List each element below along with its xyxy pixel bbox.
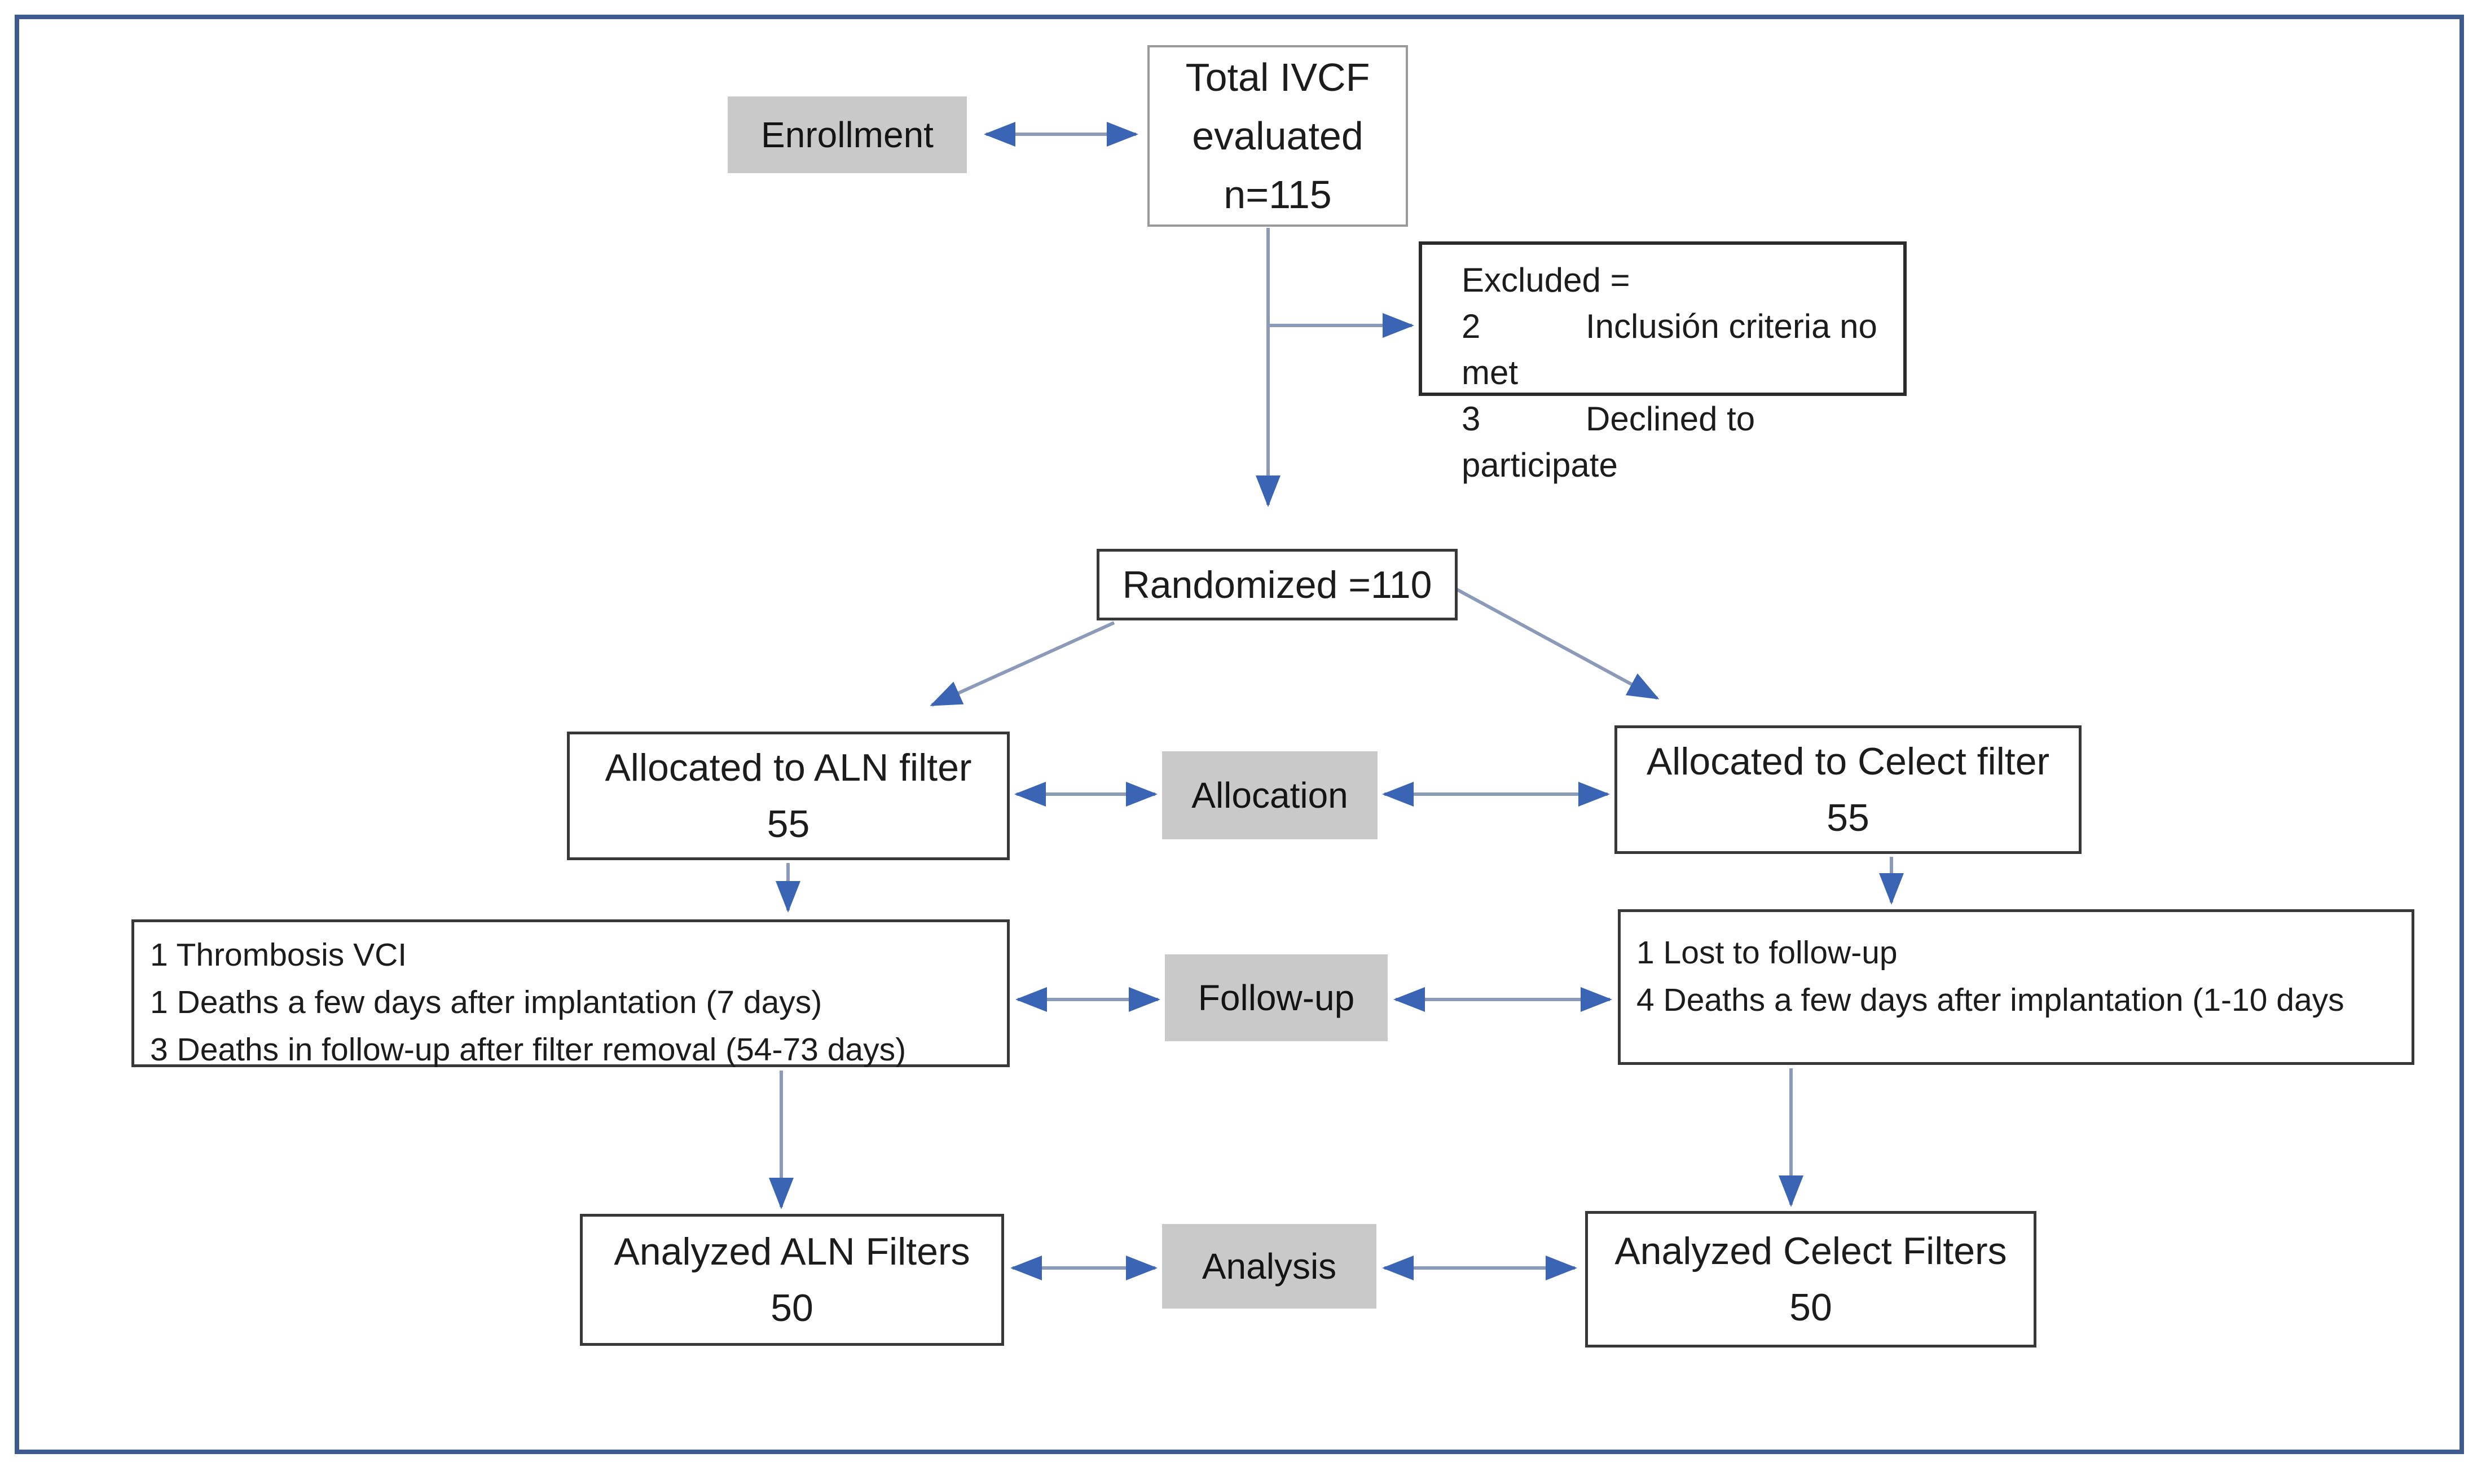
stage-label-allocation-text: Allocation — [1191, 775, 1348, 816]
box-randomized: Randomized =110 — [1097, 549, 1458, 620]
box-allocated-celect: Allocated to Celect filter 55 — [1614, 725, 2082, 854]
box-randomized-text: Randomized =110 — [1122, 563, 1432, 606]
arrow-randomized-to-celect — [1453, 586, 1660, 700]
stage-label-analysis-text: Analysis — [1202, 1246, 1337, 1287]
box-analyzed-aln: Analyzed ALN Filters 50 — [580, 1214, 1004, 1346]
stage-label-analysis: Analysis — [1162, 1224, 1376, 1309]
stage-label-followup: Follow-up — [1165, 954, 1388, 1041]
stage-label-enrollment: Enrollment — [728, 96, 967, 173]
box-followup-celect: 1 Lost to follow-up 4 Deaths a few days … — [1618, 909, 2414, 1065]
excluded-item-count: 2 — [1462, 307, 1481, 345]
box-total-evaluated: Total IVCF evaluated n=115 — [1147, 45, 1408, 227]
box-analyzed-celect: Analyzed Celect Filters 50 — [1585, 1211, 2036, 1348]
excluded-item-reason: Inclusión criteria no met — [1462, 307, 1877, 391]
box-followup-aln-text: 1 Thrombosis VCI 1 Deaths a few days aft… — [150, 937, 907, 1068]
stage-label-followup-text: Follow-up — [1198, 977, 1355, 1018]
box-allocated-aln: Allocated to ALN filter 55 — [567, 732, 1010, 860]
box-analyzed-celect-text: Analyzed Celect Filters 50 — [1614, 1230, 2007, 1329]
box-followup-celect-text: 1 Lost to follow-up 4 Deaths a few days … — [1636, 935, 2344, 1018]
box-followup-aln: 1 Thrombosis VCI 1 Deaths a few days aft… — [131, 919, 1010, 1068]
box-analyzed-aln-text: Analyzed ALN Filters 50 — [614, 1230, 970, 1329]
excluded-item-count: 3 — [1462, 400, 1481, 438]
excluded-title: Excluded = — [1462, 261, 1630, 299]
box-allocated-celect-text: Allocated to Celect filter 55 — [1646, 740, 2050, 839]
box-allocated-aln-text: Allocated to ALN filter 55 — [605, 746, 972, 846]
stage-label-enrollment-text: Enrollment — [761, 115, 934, 155]
box-total-text: Total IVCF evaluated n=115 — [1185, 55, 1370, 217]
stage-label-allocation: Allocation — [1162, 751, 1378, 839]
arrow-randomized-to-aln — [930, 621, 1115, 707]
excluded-item-reason: Declined to participate — [1462, 400, 1755, 484]
